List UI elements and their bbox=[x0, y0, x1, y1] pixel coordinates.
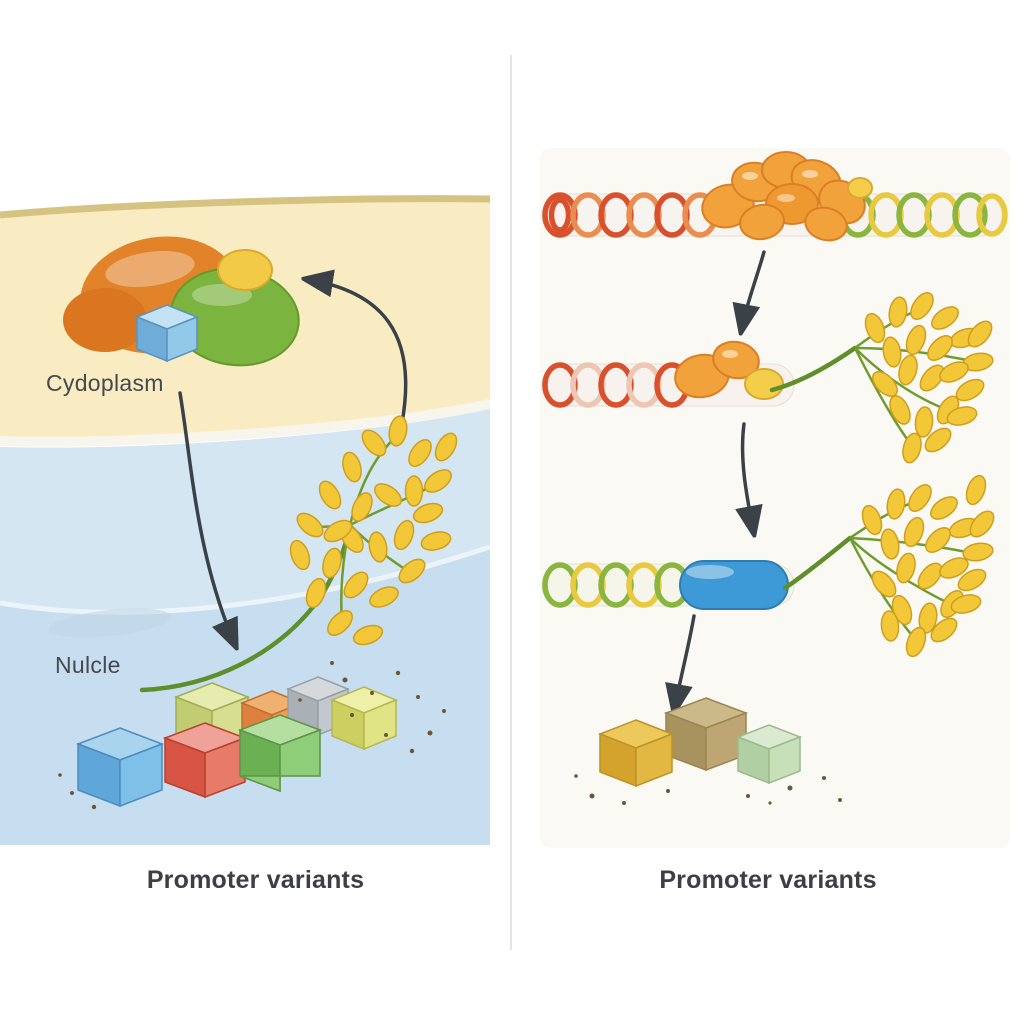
cube-red bbox=[162, 722, 248, 799]
right-caption: Promoter variants bbox=[659, 866, 877, 894]
protein-blue-cube bbox=[134, 304, 200, 363]
shadow-smudge bbox=[48, 608, 172, 638]
highlight bbox=[105, 251, 195, 287]
cell-diagram bbox=[0, 195, 490, 845]
product-cubes bbox=[597, 697, 803, 788]
speckles bbox=[574, 774, 842, 805]
cube-lightgreen bbox=[735, 724, 803, 785]
cube-blue bbox=[75, 727, 165, 808]
cell-membrane bbox=[0, 195, 490, 219]
cytoplasm-label: Cydoplasm bbox=[46, 370, 164, 396]
protein-complex bbox=[63, 236, 300, 367]
rice-panicle-2 bbox=[769, 288, 997, 466]
arrow-3 bbox=[674, 614, 696, 712]
cube-tan bbox=[663, 697, 749, 772]
panel-divider bbox=[510, 55, 512, 950]
gene-product-cubes bbox=[75, 676, 398, 808]
inner-membrane bbox=[0, 399, 490, 447]
arrow-2 bbox=[743, 422, 754, 534]
nucleus-label: Nulcle bbox=[55, 652, 121, 678]
cube-yellow bbox=[330, 686, 398, 751]
protein-yellow-blob bbox=[217, 249, 273, 291]
left-caption: Promoter variants bbox=[146, 866, 365, 894]
nuclear-envelope bbox=[0, 544, 490, 615]
rice-panicle-3 bbox=[782, 472, 999, 660]
blue-capsule-protein bbox=[679, 560, 789, 610]
arrow-complex-to-nucleus bbox=[178, 391, 236, 647]
protein-orange-lobe bbox=[63, 288, 147, 352]
protein-cluster-2 bbox=[674, 340, 784, 400]
rice-panicle bbox=[139, 414, 462, 693]
variants-diagram bbox=[540, 148, 1010, 848]
protein-cluster-1 bbox=[701, 151, 873, 242]
arrow-1 bbox=[741, 250, 766, 332]
cube-gold bbox=[597, 719, 675, 788]
cube-green bbox=[237, 714, 323, 793]
right-panel: Promoter variants bbox=[512, 0, 1024, 1024]
left-panel: Cydoplasm Nulcle Promoter variants bbox=[0, 0, 511, 1024]
arrow-to-complex bbox=[305, 279, 408, 425]
speckles bbox=[58, 661, 446, 810]
